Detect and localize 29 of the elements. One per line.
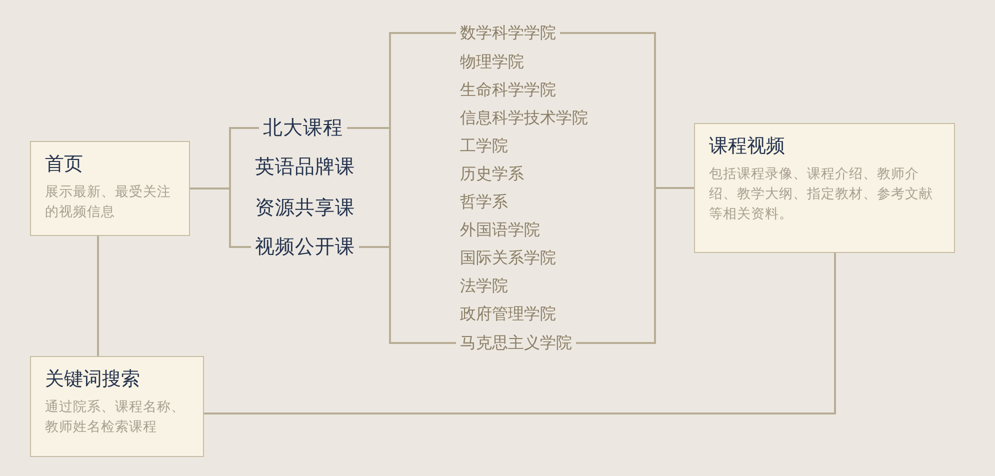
box-description: 包括课程录像、课程介绍、教师介绍、教学大纲、指定教材、参考文献等相关资料。: [709, 165, 934, 224]
connector-line: [204, 253, 836, 414]
box-description: 展示最新、最受关注的视频信息: [45, 183, 172, 222]
department-label: 历史学系: [456, 163, 528, 185]
department-label: 数学科学学院: [456, 22, 560, 44]
department-label: 法学院: [456, 275, 512, 297]
department-label: 工学院: [456, 135, 512, 157]
box-title: 关键词搜索: [45, 367, 141, 391]
department-label: 物理学院: [456, 51, 528, 73]
connector-line: [97, 236, 99, 356]
category-label: 资源共享课: [251, 195, 359, 221]
department-label: 国际关系学院: [456, 247, 560, 269]
box-title: 首页: [45, 152, 84, 176]
box-title: 课程视频: [709, 134, 786, 158]
department-label: 外国语学院: [456, 219, 544, 241]
department-label: 哲学系: [456, 191, 512, 213]
department-label: 马克思主义学院: [456, 332, 576, 354]
category-label: 视频公开课: [251, 234, 359, 260]
department-label: 生命科学学院: [456, 79, 560, 101]
department-label: 政府管理学院: [456, 303, 560, 325]
info-box: [694, 123, 955, 253]
box-description: 通过院系、课程名称、教师姓名检索课程: [45, 398, 186, 437]
category-label: 英语品牌课: [251, 154, 359, 180]
department-label: 信息科学技术学院: [456, 107, 592, 129]
connector-line: [359, 246, 456, 344]
info-box: [30, 141, 190, 236]
category-label: 北大课程: [259, 115, 347, 141]
connector-line: [576, 187, 694, 344]
info-box: [30, 356, 204, 457]
